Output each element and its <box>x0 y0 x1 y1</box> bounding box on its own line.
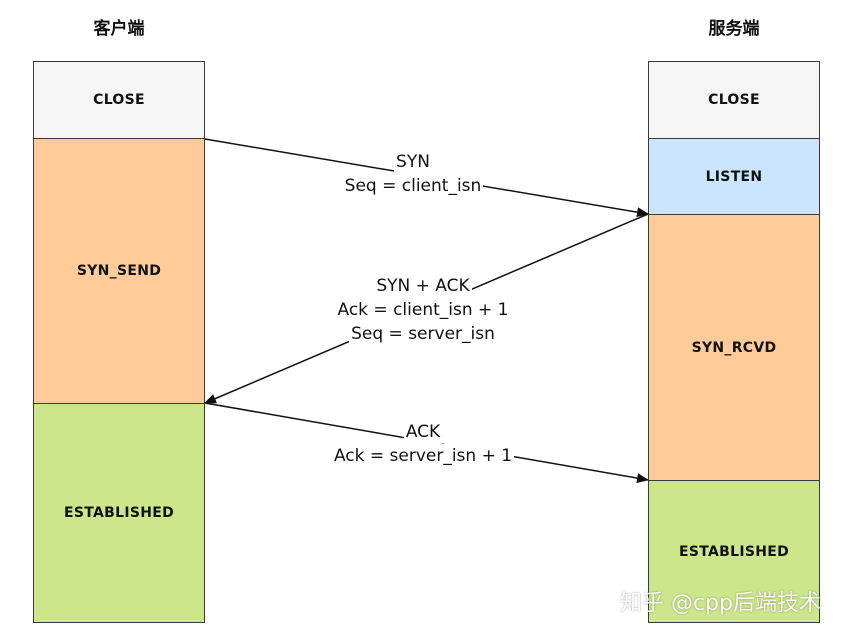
synack-line3: Seq = server_isn <box>349 322 497 346</box>
server-state-listen: LISTEN <box>648 138 820 215</box>
synack-message: SYN + ACK Ack = client_isn + 1 Seq = ser… <box>293 274 553 346</box>
watermark: 知乎 @cpp后端技术 <box>619 591 821 616</box>
server-state-close: CLOSE <box>648 61 820 139</box>
client-state-syn-send: SYN_SEND <box>33 138 205 404</box>
synack-line1: SYN + ACK <box>374 274 472 298</box>
ack-line2: Ack = server_isn + 1 <box>331 444 515 468</box>
server-title: 服务端 <box>708 19 760 39</box>
client-title: 客户端 <box>93 19 145 39</box>
syn-line2: Seq = client_isn <box>342 174 484 198</box>
syn-message: SYN Seq = client_isn <box>313 150 513 198</box>
server-state-syn-rcvd: SYN_RCVD <box>648 214 820 481</box>
syn-line1: SYN <box>394 150 432 174</box>
ack-line1: ACK <box>403 420 443 444</box>
server-state-established: ESTABLISHED <box>648 480 820 623</box>
client-state-established: ESTABLISHED <box>33 403 205 623</box>
client-state-close: CLOSE <box>33 61 205 139</box>
synack-line2: Ack = client_isn + 1 <box>335 298 511 322</box>
ack-message: ACK Ack = server_isn + 1 <box>308 420 538 468</box>
